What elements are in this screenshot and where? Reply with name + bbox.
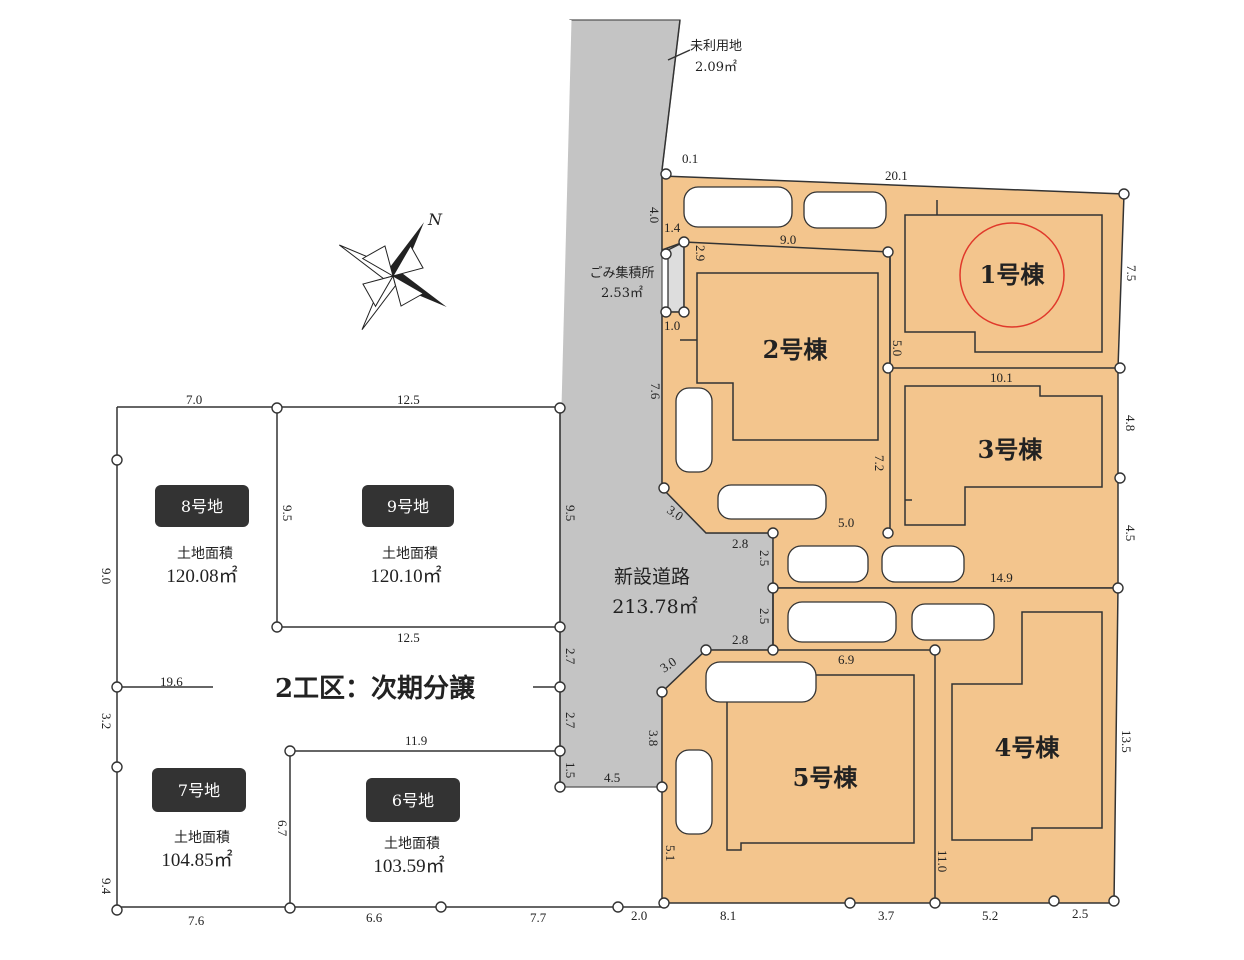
svg-text:2.8: 2.8 xyxy=(732,632,748,647)
svg-text:1.4: 1.4 xyxy=(664,220,681,235)
svg-text:20.1: 20.1 xyxy=(885,168,908,183)
building-3-footprint xyxy=(904,385,1103,526)
svg-text:4.8: 4.8 xyxy=(1123,415,1138,431)
lot-7-name: 7号地 xyxy=(178,781,220,800)
svg-text:5.2: 5.2 xyxy=(982,908,998,923)
svg-text:3.8: 3.8 xyxy=(646,730,661,746)
lot-9-area-label: 土地面積 xyxy=(382,546,438,562)
svg-text:2.8: 2.8 xyxy=(732,536,748,551)
svg-text:9.5: 9.5 xyxy=(563,505,578,521)
svg-text:2.0: 2.0 xyxy=(631,908,647,923)
lot-upper xyxy=(661,175,1125,589)
svg-text:1.0: 1.0 xyxy=(664,318,680,333)
building-3-label: 3号棟 xyxy=(978,435,1044,464)
lot-8-name: 8号地 xyxy=(181,497,223,516)
svg-text:2.5: 2.5 xyxy=(757,608,772,624)
building-1-label: 1号棟 xyxy=(980,260,1046,289)
svg-text:14.9: 14.9 xyxy=(990,570,1013,585)
lot-7-area-label: 土地面積 xyxy=(174,830,230,846)
svg-text:19.6: 19.6 xyxy=(160,674,183,689)
svg-text:5.1: 5.1 xyxy=(663,845,678,861)
building-2-footprint xyxy=(696,272,879,441)
svg-text:7.0: 7.0 xyxy=(186,392,202,407)
next-phase-label: 2工区：次期分譲 xyxy=(275,673,476,704)
lot-9-area: 120.10㎡ xyxy=(370,564,441,587)
building-5-footprint xyxy=(726,674,915,851)
building-4-footprint xyxy=(951,611,1103,841)
svg-text:7.7: 7.7 xyxy=(530,910,547,925)
svg-text:8.1: 8.1 xyxy=(720,908,736,923)
lot-8-area: 120.08㎡ xyxy=(166,564,237,587)
svg-text:9.0: 9.0 xyxy=(99,568,114,584)
unused-land-name: 未利用地 xyxy=(690,39,742,54)
svg-text:4.5: 4.5 xyxy=(1123,525,1138,541)
garbage-name: ごみ集積所 xyxy=(589,265,654,281)
building-2-label: 2号棟 xyxy=(763,335,829,364)
lot-7-area: 104.85㎡ xyxy=(161,848,232,871)
lot-7-card: 7号地 土地面積 104.85㎡ xyxy=(152,768,246,871)
building-4-label: 4号棟 xyxy=(995,733,1061,762)
unused-land-area: 2.09㎡ xyxy=(695,60,737,75)
svg-text:12.5: 12.5 xyxy=(397,392,420,407)
lot-6-area: 103.59㎡ xyxy=(373,854,444,877)
svg-text:1.5: 1.5 xyxy=(563,762,578,778)
svg-text:5.0: 5.0 xyxy=(890,340,905,356)
lot-6-name: 6号地 xyxy=(392,791,434,810)
svg-text:11.0: 11.0 xyxy=(935,850,950,872)
svg-text:7.5: 7.5 xyxy=(1124,265,1139,281)
svg-text:6.6: 6.6 xyxy=(366,910,383,925)
svg-text:3.7: 3.7 xyxy=(878,908,895,923)
svg-text:7.2: 7.2 xyxy=(872,455,887,471)
svg-text:13.5: 13.5 xyxy=(1119,730,1134,753)
survey-points xyxy=(111,168,1130,916)
svg-text:2.7: 2.7 xyxy=(563,712,578,729)
svg-text:2.5: 2.5 xyxy=(1072,906,1088,921)
compass-label: N xyxy=(427,210,443,229)
lot-9-card: 9号地 土地面積 120.10㎡ xyxy=(362,485,454,587)
building-5-label: 5号棟 xyxy=(793,763,859,792)
road-name: 新設道路 xyxy=(614,566,690,588)
compass-icon xyxy=(339,222,447,330)
svg-text:0.1: 0.1 xyxy=(682,151,698,166)
svg-text:4.0: 4.0 xyxy=(647,207,662,223)
lot-6-card: 6号地 土地面積 103.59㎡ xyxy=(366,778,460,877)
highlight-circle xyxy=(959,222,1065,328)
svg-text:7.6: 7.6 xyxy=(188,913,205,928)
svg-text:9.5: 9.5 xyxy=(280,505,295,521)
svg-text:9.0: 9.0 xyxy=(780,232,796,247)
lot-8-area-label: 土地面積 xyxy=(177,546,233,562)
lot-8-card: 8号地 土地面積 120.08㎡ xyxy=(155,485,249,587)
svg-text:11.9: 11.9 xyxy=(405,733,427,748)
svg-text:12.5: 12.5 xyxy=(397,630,420,645)
garbage-area-value: 2.53㎡ xyxy=(601,286,643,301)
svg-text:2.5: 2.5 xyxy=(757,550,772,566)
svg-text:6.9: 6.9 xyxy=(838,652,854,667)
svg-text:2.7: 2.7 xyxy=(563,648,578,665)
svg-text:3.2: 3.2 xyxy=(99,713,114,729)
svg-text:5.0: 5.0 xyxy=(838,515,854,530)
road-area: 213.78㎡ xyxy=(612,595,697,618)
svg-text:7.6: 7.6 xyxy=(648,383,663,400)
svg-text:10.1: 10.1 xyxy=(990,370,1013,385)
svg-text:9.4: 9.4 xyxy=(99,878,114,895)
svg-text:4.5: 4.5 xyxy=(604,770,620,785)
svg-text:6.7: 6.7 xyxy=(275,820,290,837)
svg-text:2.9: 2.9 xyxy=(693,245,708,261)
lot-9-name: 9号地 xyxy=(387,497,429,516)
parked-cars xyxy=(675,186,995,835)
lot-6-area-label: 土地面積 xyxy=(384,836,440,852)
building-1-footprint xyxy=(904,214,1103,353)
